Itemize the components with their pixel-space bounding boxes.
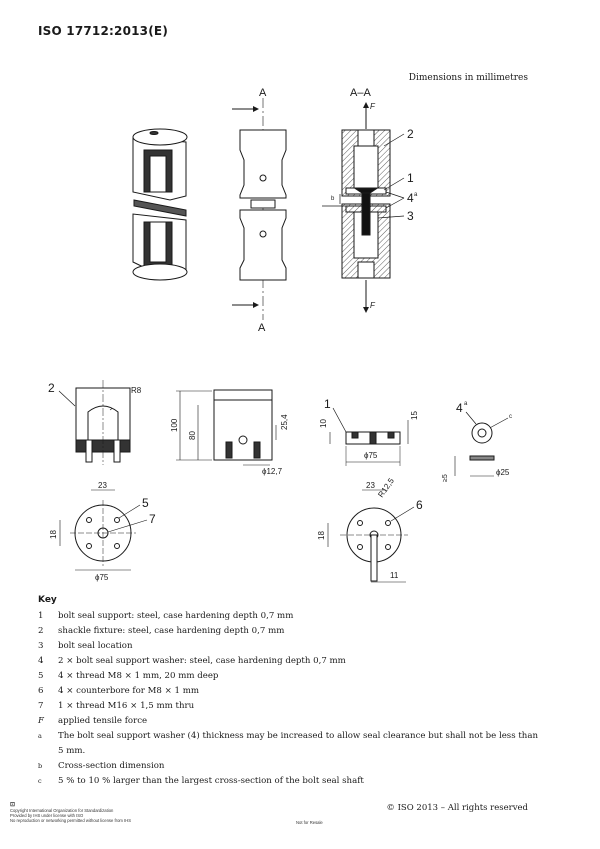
dim-phi75-shackle: ϕ75	[95, 573, 109, 582]
section-view: A–A F F 2 1 4 a 3 b	[322, 87, 418, 313]
dimensions-note: Dimensions in millimetres	[408, 73, 528, 83]
callout-4: 4	[407, 191, 414, 205]
callout-6: 6	[416, 498, 423, 512]
callout-2-detail: 2	[48, 381, 55, 395]
callout-4-detail: 4	[456, 401, 463, 415]
bolt-seal-support-side: 1 ϕ75 10 15	[319, 397, 419, 466]
ihs-logo-icon: ⊡	[10, 802, 16, 808]
callout-1: 1	[407, 171, 414, 185]
support-top-view: 23 R12,5 18 11 6	[317, 476, 423, 583]
dim-18-shackle: 18	[49, 530, 58, 539]
force-symbol-bottom: F	[370, 301, 376, 310]
technical-figure: A A A–A F F 2 1 4 a 3 b	[48, 87, 512, 583]
not-for-resale: Not for Resale	[296, 820, 323, 825]
dim-23-shackle: 23	[98, 481, 107, 490]
dim-15: 15	[410, 411, 419, 420]
dim-80: 80	[188, 431, 197, 440]
dim-phi75-support: ϕ75	[364, 451, 378, 460]
section-label-bottom: A	[258, 322, 266, 334]
isometric-view	[132, 128, 188, 281]
ihs-line: No reproduction or networking permitted …	[10, 818, 132, 823]
dim-10: 10	[319, 419, 328, 428]
callout-1-detail: 1	[324, 397, 331, 411]
dim-r12-5: R12,5	[376, 476, 396, 499]
callout-2: 2	[407, 127, 414, 141]
section-view-label: A–A	[350, 87, 371, 99]
document-header: ISO 17712:2013(E)	[38, 24, 168, 38]
ihs-line: Provided by IHS under license with ISO	[10, 813, 84, 818]
dim-phi12-7: ϕ12,7	[262, 467, 283, 476]
shackle-top-view: 23 18 ϕ75 5 7	[49, 481, 156, 582]
force-symbol-top: F	[370, 102, 376, 111]
dim-ge5: ≥5	[442, 474, 449, 482]
callout-5: 5	[142, 496, 149, 510]
dim-phi25: ϕ25	[496, 468, 510, 477]
front-view: A A	[232, 87, 287, 334]
callout-3: 3	[407, 209, 414, 223]
callout-4-detail-note: a	[464, 401, 468, 407]
dim-18-support: 18	[317, 531, 326, 540]
dim-11: 11	[390, 571, 399, 580]
shackle-fixture-front: 2 R8	[48, 380, 142, 465]
callout-7: 7	[149, 512, 156, 526]
dim-25-4: 25,4	[280, 414, 289, 430]
dim-100: 100	[170, 418, 179, 432]
dim-23-support: 23	[366, 481, 375, 490]
dim-r8: R8	[131, 386, 142, 395]
section-label-top: A	[259, 87, 267, 99]
washer-detail: 4 a c ≥5 ϕ25	[442, 401, 512, 482]
ihs-line: Copyright International Organization for…	[10, 808, 114, 813]
key-title: Key	[38, 595, 57, 605]
note-c-marker: c	[509, 414, 512, 420]
ihs-license-notice: ⊡ Copyright International Organization f…	[10, 802, 132, 823]
note-b-marker: b	[331, 196, 335, 202]
footer-copyright: © ISO 2013 – All rights reserved	[386, 803, 528, 813]
callout-4-note: a	[414, 192, 418, 198]
shackle-fixture-side: 100 80 25,4 ϕ12,7	[170, 389, 289, 476]
